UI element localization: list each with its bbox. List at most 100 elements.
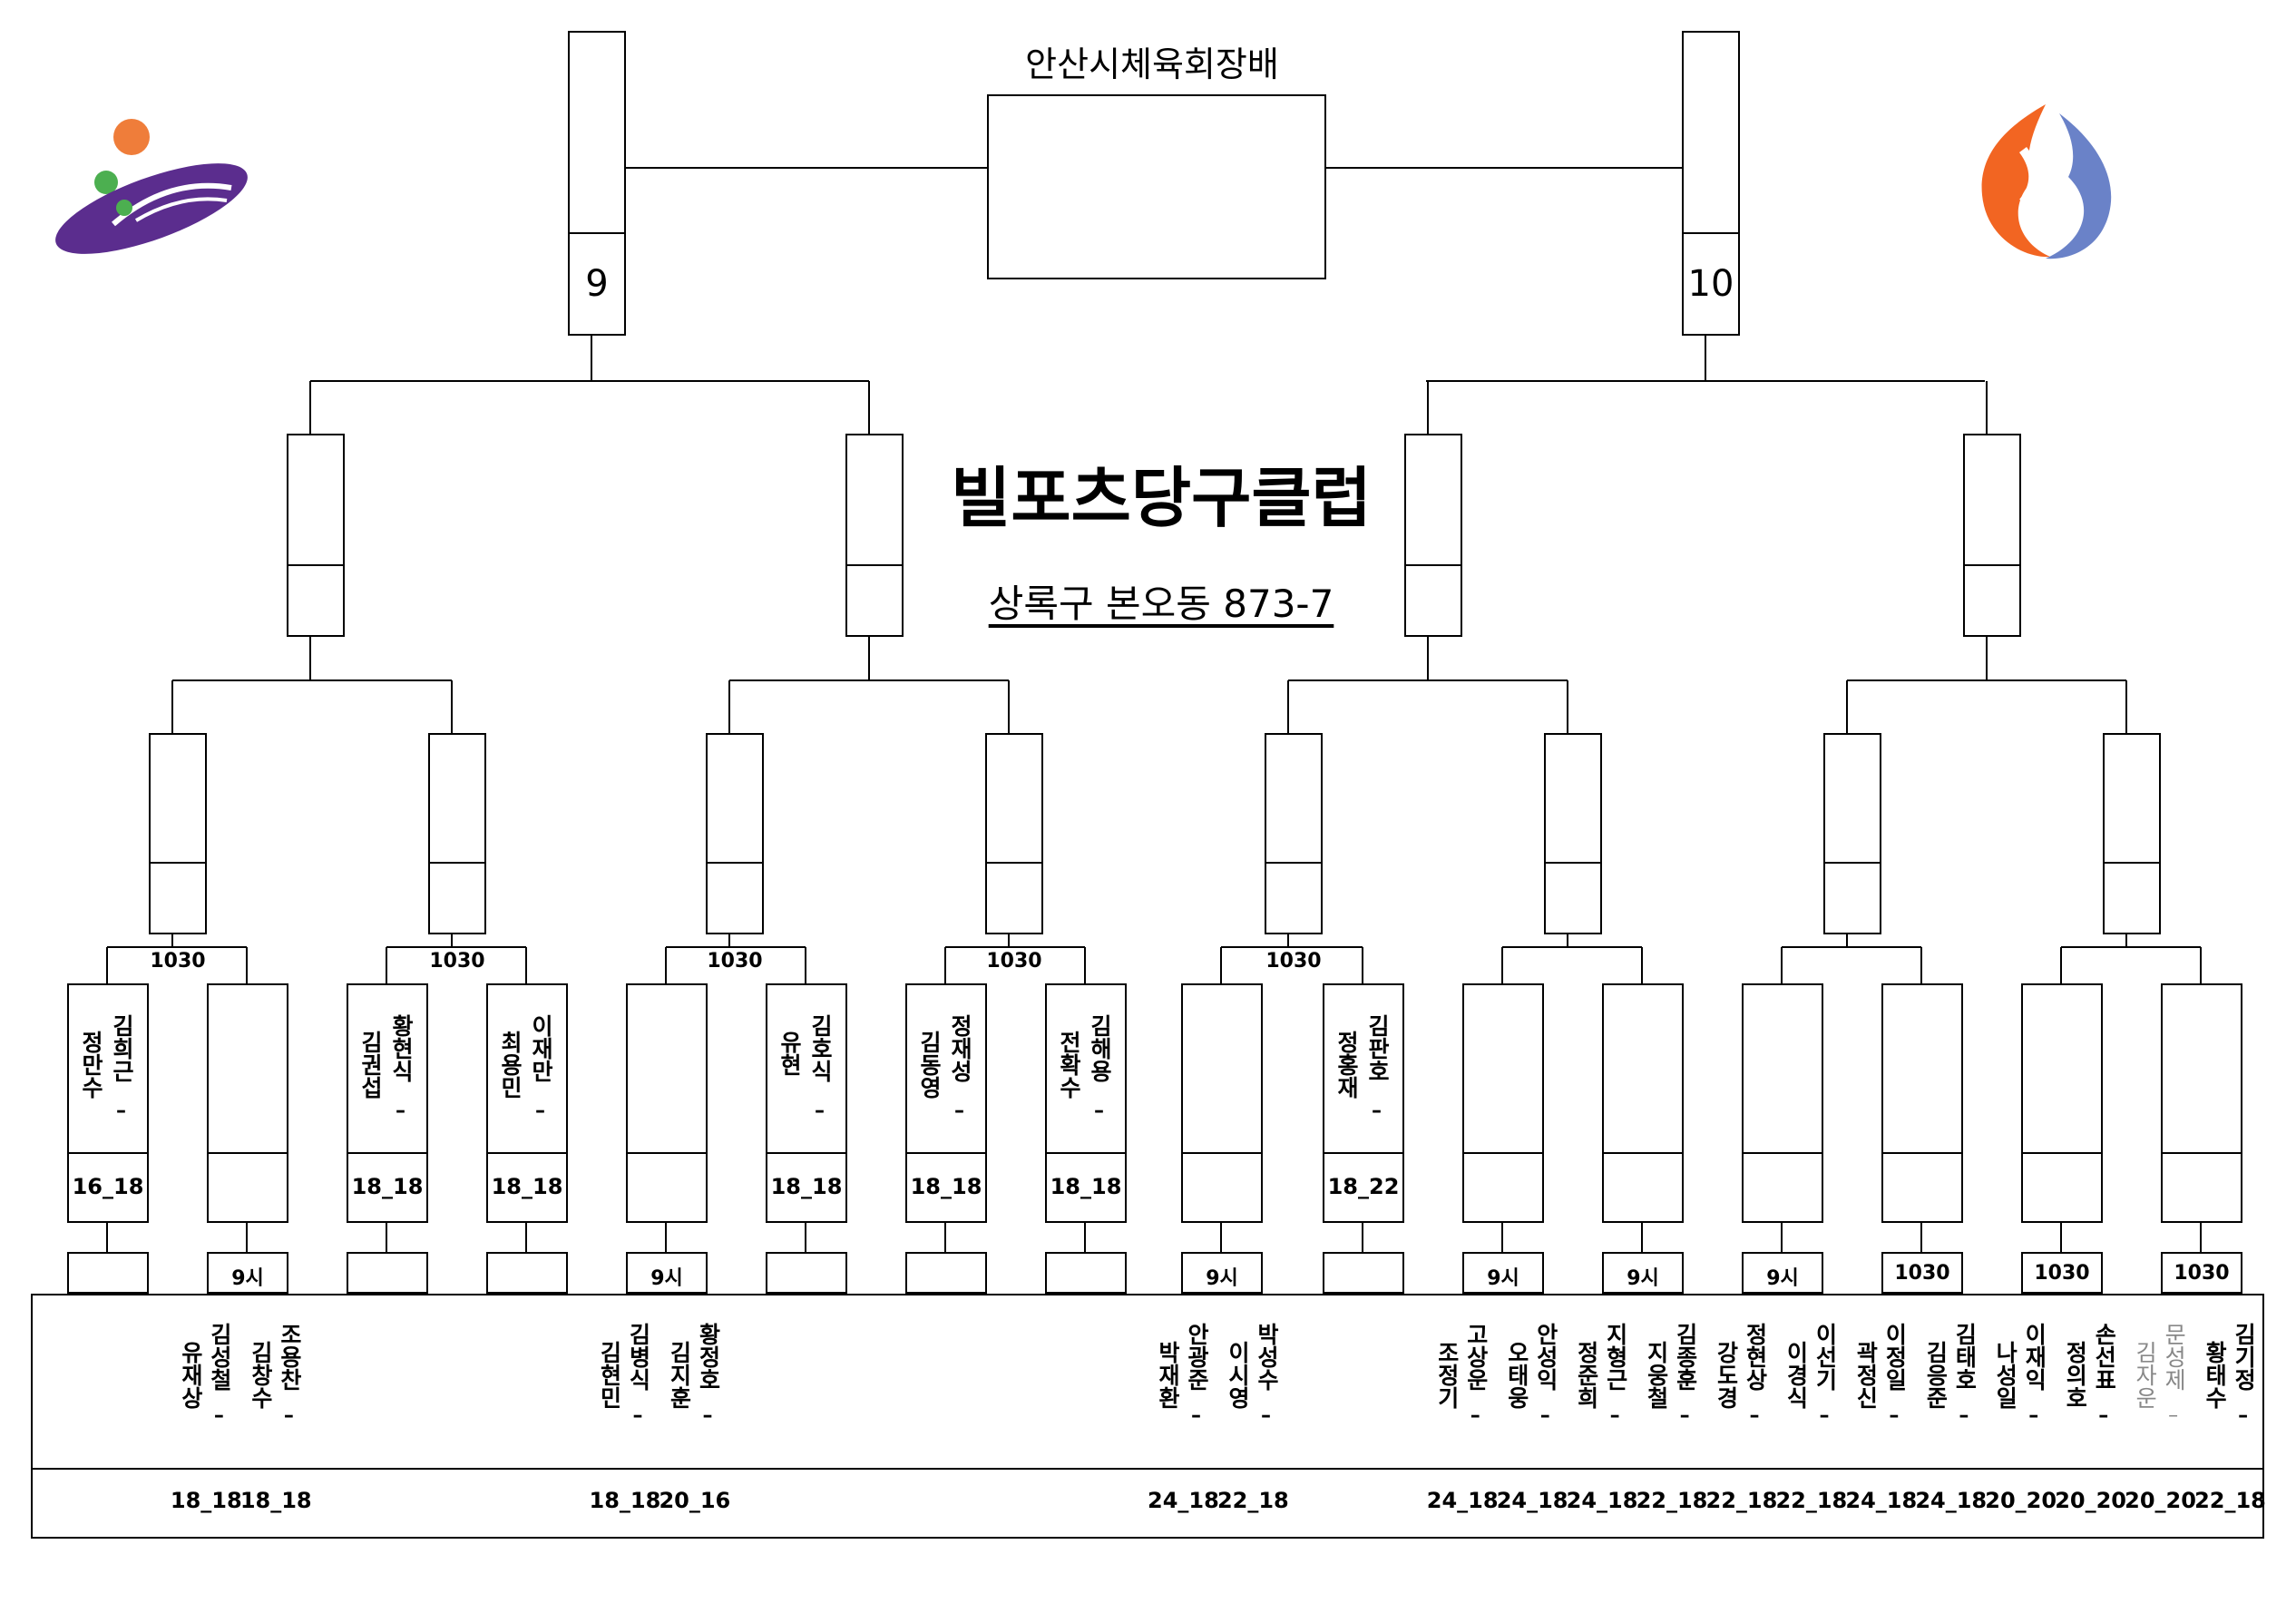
player-name: 황태수 (2202, 1341, 2229, 1409)
dash-mark: – (2168, 1404, 2179, 1427)
box-divider (2161, 1152, 2242, 1154)
player-name: 오태웅 (1503, 1341, 1530, 1409)
r2-score: 18_22 (1327, 1174, 1400, 1199)
r1-time-box (1462, 1252, 1544, 1294)
player-name: 박재환 (1155, 1341, 1181, 1409)
r2-player-box (2021, 983, 2103, 1223)
box-divider (1602, 1152, 1684, 1154)
r1-time-label: 9시 (650, 1267, 683, 1290)
r2-player-box (207, 983, 288, 1223)
r1-score: 22_18 (2194, 1488, 2266, 1513)
r2-player-box (486, 983, 568, 1223)
r3-match-box (985, 733, 1043, 934)
box-divider (1881, 1152, 1963, 1154)
r2-player-box (766, 983, 847, 1223)
seed-divider (1682, 232, 1740, 234)
player-name: 정의호 (2062, 1341, 2089, 1409)
r1-time-box (905, 1252, 987, 1294)
r2-player-box (1045, 983, 1127, 1223)
dash-mark: – (2098, 1404, 2109, 1427)
r2-player-box (1881, 983, 1963, 1223)
player-name: 김응준 (1922, 1341, 1949, 1409)
box-divider (207, 1152, 288, 1154)
player-name: 김성철 (206, 1323, 233, 1391)
r1-time-box (67, 1252, 149, 1294)
dash-mark: – (1094, 1100, 1104, 1122)
r1-time-box (1181, 1252, 1263, 1294)
player-name: 안광준 (1184, 1323, 1210, 1391)
seed-number-right: 10 (1687, 263, 1734, 305)
r2-player-box (1742, 983, 1823, 1223)
r2-player-box (2161, 983, 2242, 1223)
r1-time-box (1881, 1252, 1963, 1294)
r1-time-label: 9시 (231, 1267, 264, 1290)
dash-mark: – (1372, 1100, 1382, 1122)
dash-mark: – (632, 1404, 643, 1427)
player-name: 박성수 (1253, 1323, 1280, 1391)
dash-mark: – (954, 1100, 964, 1122)
player-name: 김지훈 (666, 1341, 693, 1409)
dash-mark: – (1959, 1404, 1969, 1427)
player-name: 전확수 (1056, 1031, 1082, 1099)
dash-mark: – (116, 1100, 126, 1122)
dash-mark: – (702, 1404, 713, 1427)
r2-score: 18_18 (351, 1174, 424, 1199)
r1-score: 22_18 (1775, 1488, 1848, 1513)
dash-mark: – (2028, 1404, 2039, 1427)
box-divider (486, 1152, 568, 1154)
r2-player-box (347, 983, 428, 1223)
r1-score: 22_18 (1705, 1488, 1778, 1513)
r3-match-box (149, 733, 207, 934)
r2-score: 18_18 (1050, 1174, 1122, 1199)
box-divider (67, 1152, 149, 1154)
r2-score: 18_18 (770, 1174, 843, 1199)
player-name: 정홍재 (1334, 1031, 1360, 1099)
club-address: 상록구 본오동 873-7 (988, 582, 1334, 626)
r1-time-box (2161, 1252, 2242, 1294)
r1-time-box (1323, 1252, 1404, 1294)
r1-time-label: 9시 (1487, 1267, 1519, 1290)
seed-box-left (568, 31, 626, 336)
r2-player-box (905, 983, 987, 1223)
r1-time-label: 9시 (1206, 1267, 1238, 1290)
r1-time-box (207, 1252, 288, 1294)
seed-number-left: 9 (585, 263, 609, 305)
r1-score: 18_18 (239, 1488, 312, 1513)
dash-mark: – (1470, 1404, 1480, 1427)
r2-player-box (1323, 983, 1404, 1223)
dash-mark: – (1609, 1404, 1620, 1427)
box-divider (2021, 1152, 2103, 1154)
r1-score: 24_18 (1426, 1488, 1499, 1513)
flame-s-logo-icon (1981, 104, 2112, 259)
player-name: 최용민 (497, 1031, 523, 1099)
r2-player-box (1181, 983, 1263, 1223)
player-name: 정재성 (947, 1014, 973, 1082)
r2-time-label: 1030 (150, 950, 206, 973)
player-name: 김자운 (2132, 1341, 2159, 1409)
player-name: 고상운 (1462, 1323, 1490, 1391)
dash-mark: – (213, 1404, 224, 1427)
player-name: 지웅철 (1643, 1341, 1670, 1409)
r1-score: 22_18 (1216, 1488, 1289, 1513)
box-divider (985, 862, 1043, 864)
r3-match-box (1544, 733, 1602, 934)
player-name: 유현 (777, 1031, 803, 1076)
r2-player-box (67, 983, 149, 1223)
dash-mark: – (396, 1100, 405, 1122)
player-name: 나성일 (1992, 1341, 2019, 1409)
seed-divider (568, 232, 626, 234)
player-name: 김희근 (109, 1014, 135, 1082)
box-divider (1823, 862, 1881, 864)
r2-time-label: 1030 (429, 950, 485, 973)
r3-match-box (428, 733, 486, 934)
r1-time-box (1045, 1252, 1127, 1294)
r4-match-box (845, 434, 904, 637)
player-name: 김해용 (1087, 1014, 1113, 1082)
tournament-title: 안산시체육회장배 (1025, 44, 1279, 84)
r2-time-label: 1030 (986, 950, 1042, 973)
city-emblem-icon (55, 119, 248, 254)
r1-time-label: 9시 (1627, 1267, 1659, 1290)
r1-score: 22_18 (1636, 1488, 1708, 1513)
box-divider (149, 862, 207, 864)
r1-score: 18_18 (170, 1488, 242, 1513)
